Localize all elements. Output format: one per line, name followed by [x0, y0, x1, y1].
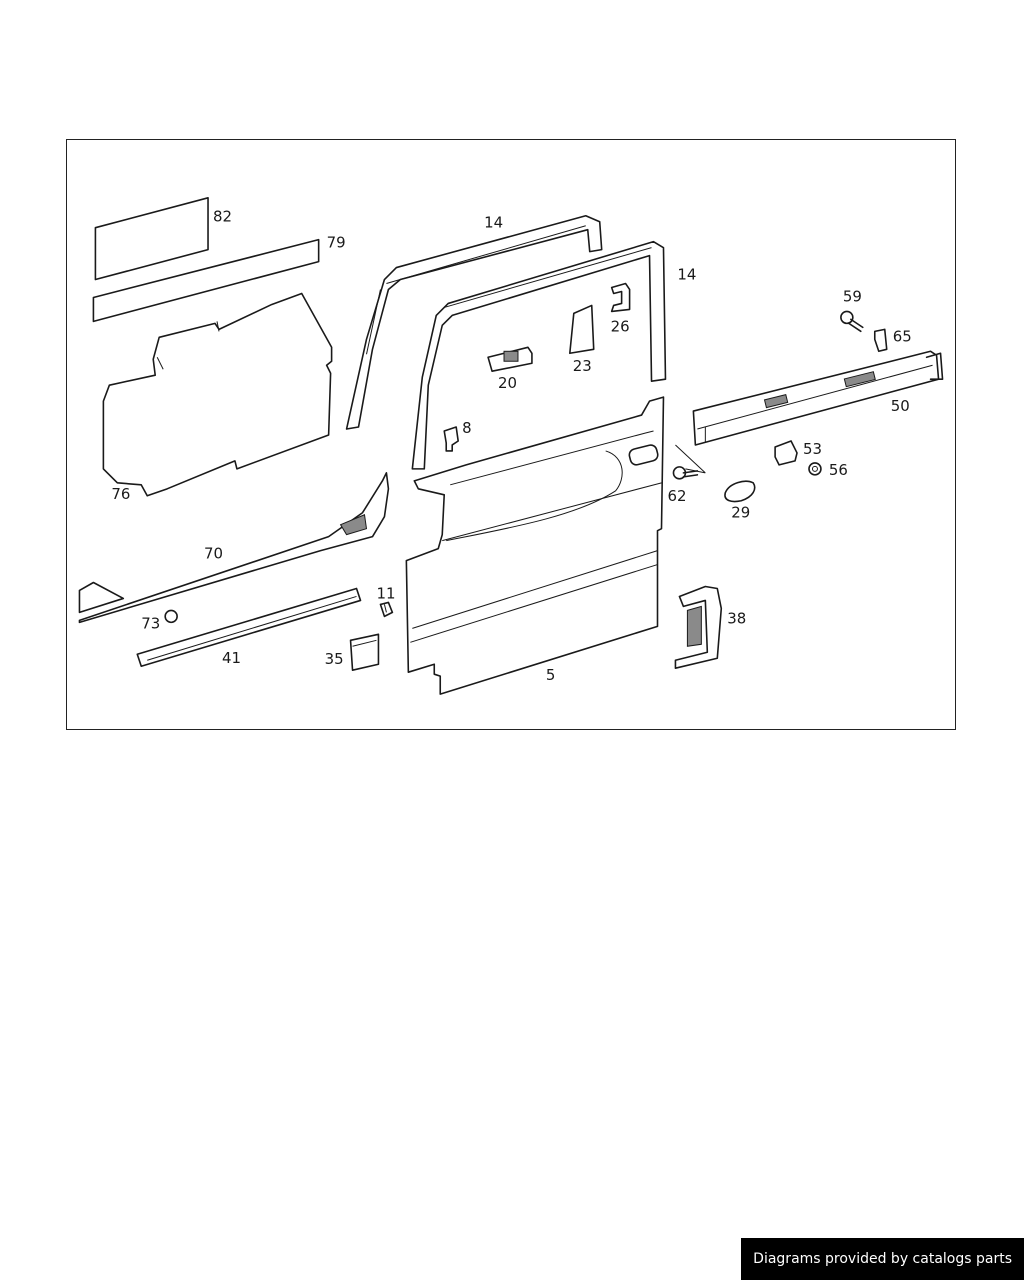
part-38-grip: [674, 585, 723, 670]
part-20-bracket: [487, 346, 533, 373]
part-62-screw: [672, 444, 706, 480]
callout-59: 59: [843, 287, 862, 305]
callout-56: 56: [829, 461, 848, 479]
callout-14-inner: 14: [677, 266, 696, 284]
part-53-clip: [774, 440, 798, 466]
callout-26: 26: [611, 317, 630, 335]
part-29-cap: [724, 480, 756, 503]
credit-text: Diagrams provided by catalogs parts: [753, 1251, 1012, 1267]
part-65-bracket: [873, 328, 888, 353]
callout-41: 41: [222, 649, 241, 667]
callout-76: 76: [111, 485, 130, 503]
callout-79: 79: [327, 234, 346, 252]
part-23-pillar-trim: [569, 304, 595, 355]
callout-73: 73: [141, 614, 160, 632]
part-14-outer-seal: [345, 214, 603, 430]
callout-50: 50: [891, 397, 910, 415]
callout-11: 11: [376, 584, 395, 602]
callout-29: 29: [731, 504, 750, 522]
part-41-lower-rail: [136, 587, 362, 668]
callout-14-outer: 14: [484, 214, 503, 232]
part-8-latch: [443, 426, 459, 452]
part-11-clip: [379, 601, 394, 618]
callout-53: 53: [803, 440, 822, 458]
part-79-strip: [92, 238, 320, 323]
exploded-parts-diagram: 82 79 14 14 26 59 65 20 23 50 76 8 53 56…: [78, 197, 944, 695]
callout-70: 70: [204, 545, 223, 563]
callout-5: 5: [546, 666, 556, 684]
part-70-sill-trim: [78, 472, 390, 624]
part-5-door-panel: [405, 396, 665, 695]
part-50-rail: [692, 350, 944, 446]
callout-62: 62: [667, 487, 686, 505]
part-76-insulation-panel: [102, 292, 333, 497]
part-82-decal: [94, 197, 209, 281]
part-35-cover: [349, 633, 380, 671]
callout-35: 35: [325, 650, 344, 668]
part-56-nut: [808, 462, 822, 476]
callout-65: 65: [893, 327, 912, 345]
parts-diagram-frame: 82 79 14 14 26 59 65 20 23 50 76 8 53 56…: [66, 139, 956, 730]
callout-38: 38: [727, 609, 746, 627]
part-26-clip: [610, 282, 631, 313]
part-14-inner-seal: [411, 240, 667, 470]
part-59-bolt: [840, 310, 864, 333]
callout-8: 8: [462, 419, 472, 437]
callout-23: 23: [573, 357, 592, 375]
callout-20: 20: [498, 374, 517, 392]
callout-82: 82: [213, 208, 232, 226]
part-73-grommet: [164, 609, 178, 624]
credit-badge: Diagrams provided by catalogs parts: [741, 1238, 1024, 1280]
